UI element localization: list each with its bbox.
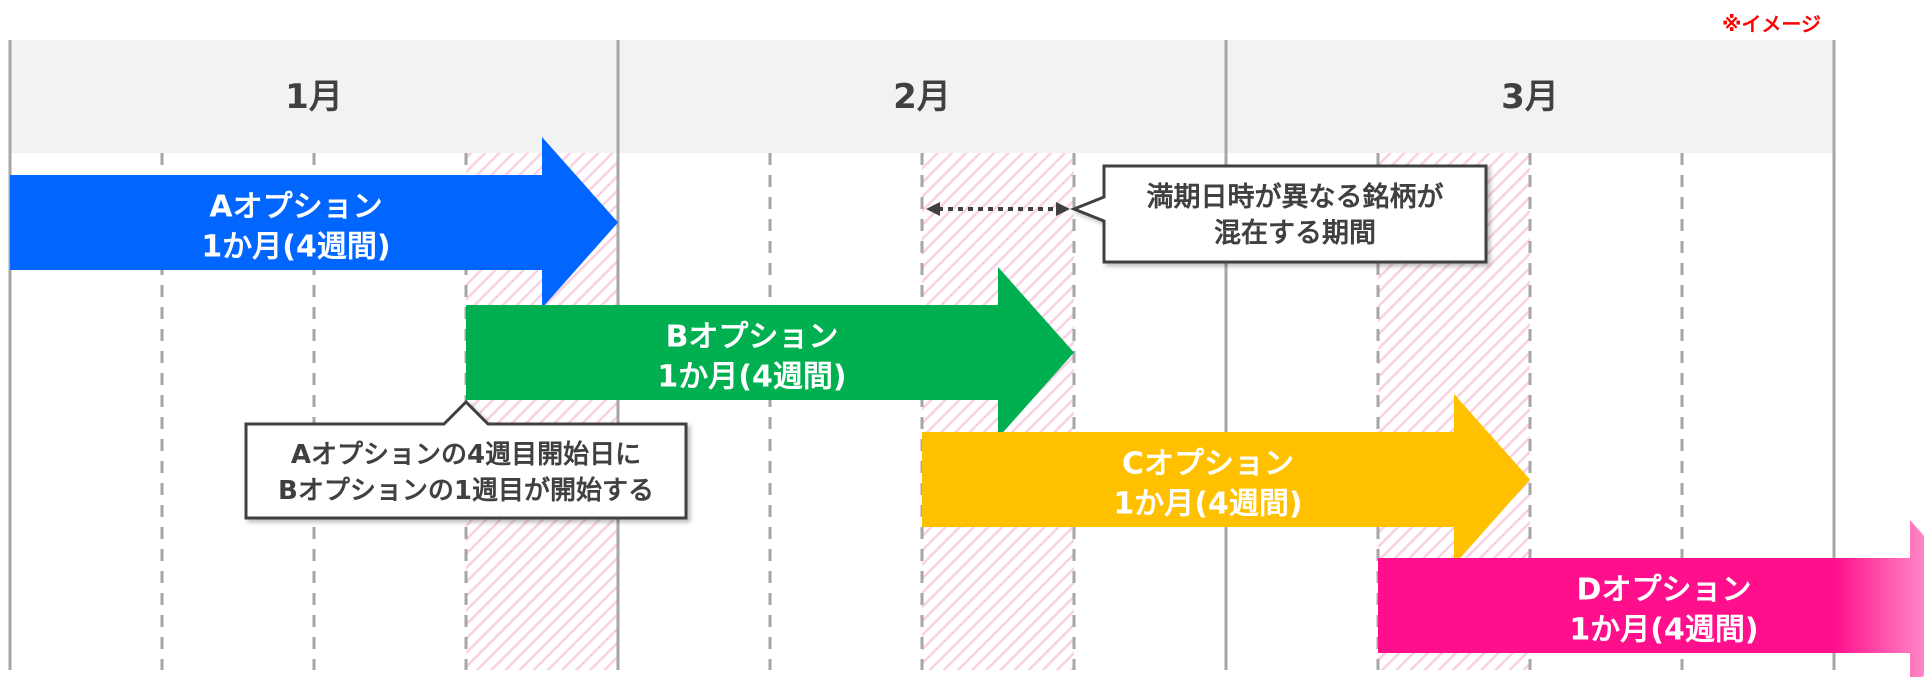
option-name-label: Cオプション [1122,447,1294,482]
option-arrow [1378,520,1924,677]
start-callout-box [244,399,688,520]
month-label: 1月 [285,77,343,117]
image-note: ※イメージ [1721,12,1821,36]
month-header-band [10,40,1834,153]
option-name-label: Bオプション [666,320,839,355]
start-callout-text: Aオプションの4週目開始日に [291,440,641,470]
overlap-callout-text: 満期日時が異なる銘柄が [1147,181,1444,213]
overlap-callout-box [1069,164,1488,264]
month-label: 2月 [893,77,951,117]
arrowhead-right-icon [1056,202,1070,216]
option-arrow [466,267,1074,438]
option-duration-label: 1か月(4週間) [657,360,846,395]
option-name-label: Dオプション [1577,573,1752,608]
option-arrow [10,137,618,308]
option-duration-label: 1か月(4週間) [1569,613,1758,648]
start-callout-text: Bオプションの1週目が開始する [278,475,654,506]
option-duration-label: 1か月(4週間) [1113,487,1302,522]
arrowhead-left-icon [926,202,940,216]
overlap-callout-text: 混在する期間 [1214,218,1376,249]
month-label: 3月 [1501,77,1559,117]
option-arrow [922,394,1530,565]
option-duration-label: 1か月(4週間) [201,230,390,265]
option-name-label: Aオプション [209,190,382,225]
